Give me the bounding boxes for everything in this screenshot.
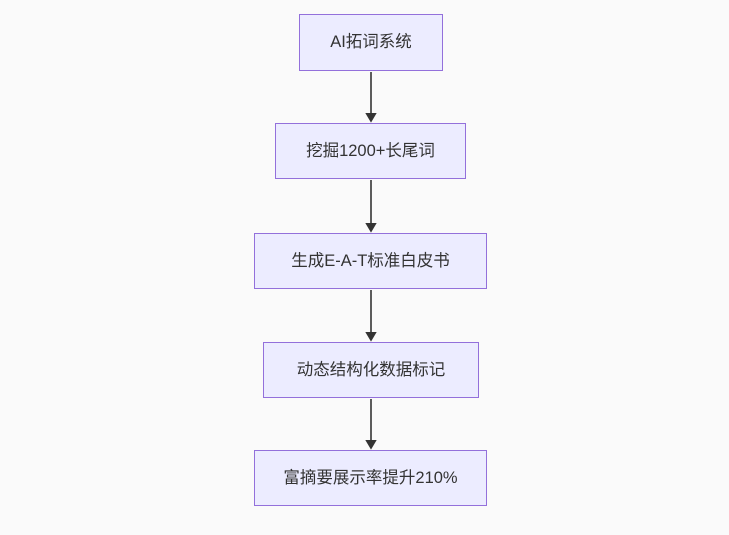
flow-node-label: AI拓词系统 xyxy=(330,33,412,52)
flow-edge-2-3 xyxy=(365,180,377,233)
arrowhead-down-icon xyxy=(365,332,377,342)
flow-node-label: 挖掘1200+长尾词 xyxy=(306,141,435,160)
flow-edge-1-2 xyxy=(365,72,377,123)
flow-node-step-4: 动态结构化数据标记 xyxy=(263,342,479,398)
arrowhead-down-icon xyxy=(365,113,377,123)
flow-node-step-3: 生成E-A-T标准白皮书 xyxy=(254,233,487,289)
flow-node-step-1: AI拓词系统 xyxy=(299,14,443,71)
flow-node-step-2: 挖掘1200+长尾词 xyxy=(275,123,466,179)
flow-edge-3-4 xyxy=(365,290,377,342)
flow-node-step-5: 富摘要展示率提升210% xyxy=(254,450,487,506)
flow-node-label: 富摘要展示率提升210% xyxy=(283,468,458,487)
flow-node-label: 动态结构化数据标记 xyxy=(296,360,446,379)
flow-node-label: 生成E-A-T标准白皮书 xyxy=(291,251,450,270)
flow-edge-4-5 xyxy=(365,399,377,450)
arrowhead-down-icon xyxy=(365,223,377,233)
arrowhead-down-icon xyxy=(365,440,377,450)
